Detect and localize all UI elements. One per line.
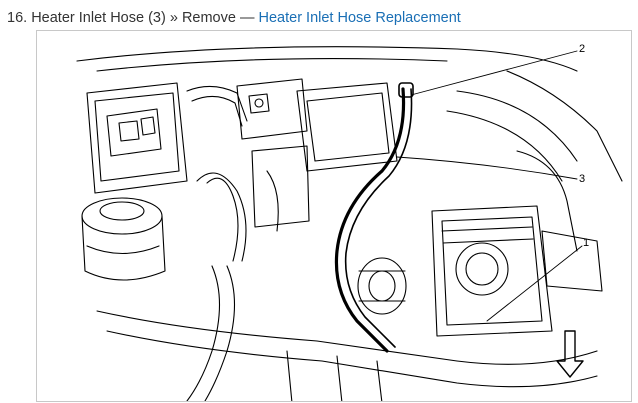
step-number: 16.	[7, 10, 28, 26]
replacement-procedure-link[interactable]: Heater Inlet Hose Replacement	[258, 10, 461, 26]
step-component: Heater Inlet Hose (3)	[31, 10, 166, 26]
callout-1: 1	[583, 237, 590, 249]
step-dash: —	[239, 10, 255, 26]
step-action: Remove	[181, 10, 236, 26]
engine-line-drawing	[76, 46, 623, 401]
step-header: 16. Heater Inlet Hose (3) » Remove — Hea…	[7, 8, 461, 28]
callout-2: 2	[579, 43, 586, 55]
step-separator: »	[169, 10, 178, 26]
engine-bay-diagram: 2 3 1	[36, 30, 632, 402]
callout-3: 3	[579, 173, 586, 185]
